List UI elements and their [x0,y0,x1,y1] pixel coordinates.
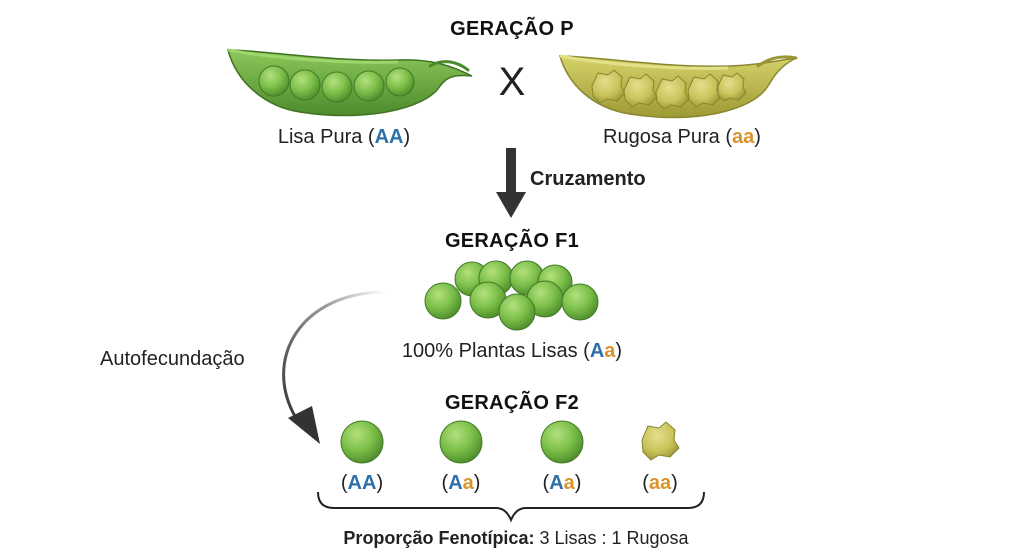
wrinkled-pod-icon [559,54,798,119]
f2-wrinkled-pea-icon [641,421,680,461]
f1-generation-title: GERAÇÃO F1 [444,230,580,252]
self-fertilization-label: Autofecundação [100,348,245,370]
cross-arrow [496,148,526,218]
f2-genotype-2: (Aa) [441,472,481,494]
f2-pea-1-icon [340,420,384,464]
f1-caption: 100% Plantas Lisas (Aa) [401,340,623,362]
smooth-pod-icon [227,48,473,117]
f2-genotype-1: (AA) [340,472,384,494]
f2-bracket [317,491,705,523]
phenotypic-ratio-value: 3 Lisas : 1 Rugosa [539,528,689,548]
f2-pea-2-icon [439,420,483,464]
cross-symbol: X [498,60,526,104]
f2-genotype-4: (aa) [642,472,678,494]
wrinkled-parent-label: Rugosa Pura (aa) [603,126,761,148]
p-generation-title: GERAÇÃO P [450,18,574,40]
smooth-parent-label: Lisa Pura (AA) [277,126,411,148]
self-fertilization-arrow [282,290,387,444]
f2-genotype-3: (Aa) [542,472,582,494]
phenotypic-ratio: Proporção Fenotípica: 3 Lisas : 1 Rugosa [343,528,688,549]
f2-pea-3-icon [540,420,584,464]
f2-generation-title: GERAÇÃO F2 [444,392,580,414]
cross-label: Cruzamento [530,168,646,190]
f1-pea-cluster-icon [424,260,599,331]
phenotypic-ratio-label: Proporção Fenotípica: [343,528,535,548]
